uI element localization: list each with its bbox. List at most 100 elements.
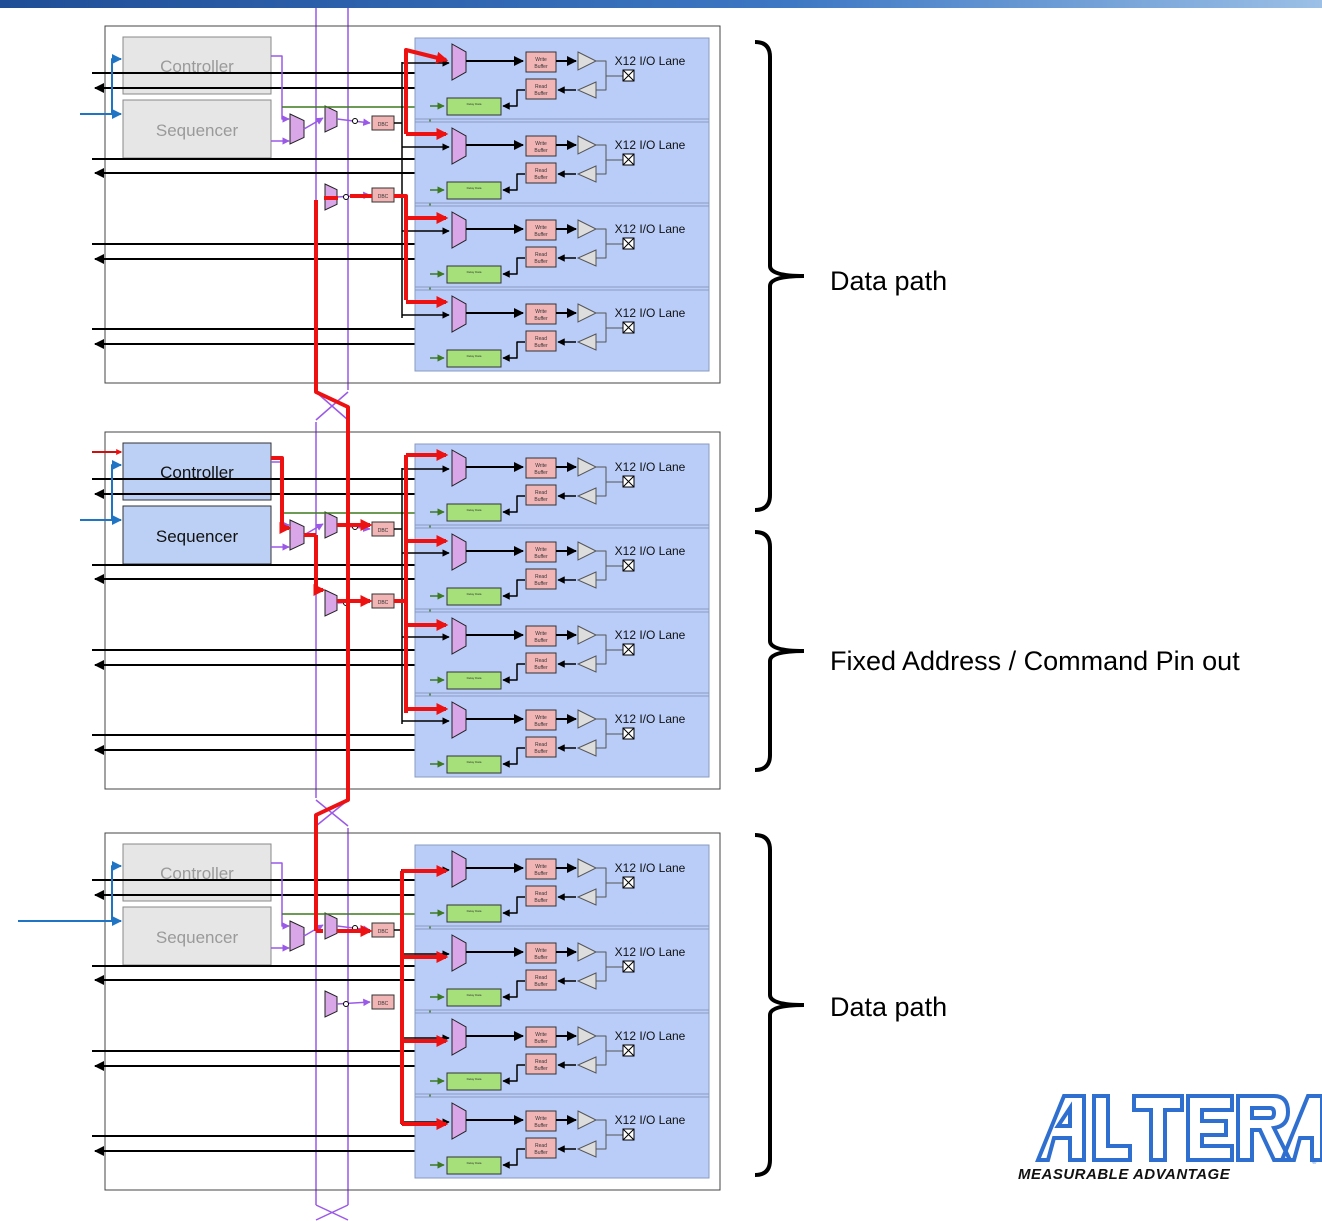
active-path-controller	[271, 456, 292, 534]
brace-label-data-path-bottom: Data path	[830, 992, 948, 1022]
read-buffer	[525, 162, 557, 184]
delay-control-box	[446, 1072, 502, 1091]
address-mux-1	[324, 511, 338, 539]
lane-read-wire	[502, 341, 525, 362]
read-buffer-label-1: Read	[535, 975, 547, 981]
read-buffer	[525, 330, 557, 352]
lane-read-wire	[502, 579, 525, 600]
brace-fixed-address-command	[754, 530, 805, 772]
mux-link	[303, 117, 324, 130]
write-buffer-label-2: Buffer	[534, 64, 548, 70]
pad-cross	[622, 960, 635, 973]
io-lane-label: X12 I/O Lane	[615, 1029, 686, 1043]
delay-control-box	[446, 181, 502, 200]
pad-cross	[622, 475, 635, 488]
delay-control-box	[446, 1156, 502, 1175]
bus-crossover	[315, 1204, 349, 1221]
io-lane-label: X12 I/O Lane	[615, 138, 686, 152]
read-buffer-label-2: Buffer	[534, 175, 548, 181]
io-bank-frame	[104, 25, 721, 384]
controller-box	[122, 843, 272, 902]
output-driver	[577, 1026, 598, 1046]
write-buffer-label-2: Buffer	[534, 871, 548, 877]
delay-control-box	[446, 349, 502, 368]
write-buffer-label-1: Write	[535, 141, 547, 147]
mux-to-dbc	[336, 998, 371, 1007]
write-buffer-label-1: Write	[535, 631, 547, 637]
dbc-box-2	[371, 994, 395, 1010]
write-buffer-label-2: Buffer	[534, 554, 548, 560]
delay-control-label: Delay Data	[467, 1077, 482, 1081]
junction-dot	[343, 194, 349, 200]
delay-control-label: Delay Data	[467, 993, 482, 997]
delay-control-label: Delay Data	[467, 760, 482, 764]
write-buffer-label-2: Buffer	[534, 1039, 548, 1045]
write-buffer-label-2: Buffer	[534, 955, 548, 961]
pad-cross	[622, 153, 635, 166]
read-buffer-label-2: Buffer	[534, 665, 548, 671]
read-buffer	[525, 652, 557, 674]
lane-read-wire	[502, 747, 525, 768]
dbc-label-2: DBC	[378, 600, 389, 606]
io-lane-label: X12 I/O Lane	[615, 544, 686, 558]
delay-control-label: Delay Data	[467, 592, 482, 596]
controller-label: Controller	[160, 463, 234, 482]
write-buffer-label-1: Write	[535, 864, 547, 870]
read-buffer-label-2: Buffer	[534, 581, 548, 587]
read-buffer-label-1: Read	[535, 1059, 547, 1065]
delay-control-label: Delay Data	[467, 270, 482, 274]
sequencer-mux	[289, 519, 305, 551]
output-driver	[577, 135, 598, 155]
mux-link	[303, 924, 324, 937]
write-buffer-label-1: Write	[535, 1116, 547, 1122]
brace-label-fixed-address-command: Fixed Address / Command Pin out	[830, 646, 1240, 676]
output-driver	[577, 858, 598, 878]
read-buffer-label-1: Read	[535, 742, 547, 748]
active-path-trunk	[314, 200, 350, 598]
lane-read-wire	[502, 257, 525, 278]
read-buffer	[525, 1053, 557, 1075]
blue-input-wire	[80, 460, 122, 521]
delay-control-label: Delay Data	[467, 508, 482, 512]
write-buffer-label-1: Write	[535, 57, 547, 63]
brace-data-path-bottom	[754, 833, 805, 1177]
read-buffer	[525, 885, 557, 907]
lane-read-wire	[502, 980, 525, 1001]
lane-read-wire	[502, 663, 525, 684]
io-lane-label: X12 I/O Lane	[615, 460, 686, 474]
lane-mux	[451, 1102, 467, 1140]
read-buffer-label-1: Read	[535, 658, 547, 664]
write-buffer-label-2: Buffer	[534, 232, 548, 238]
write-buffer-label-2: Buffer	[534, 148, 548, 154]
active-path-fanout	[394, 194, 408, 300]
svg-text:®: ®	[1312, 1159, 1317, 1165]
read-buffer-label-1: Read	[535, 1143, 547, 1149]
blue-input-wire	[80, 54, 122, 115]
delay-control-label: Delay Data	[467, 354, 482, 358]
io-bank-frame	[104, 832, 721, 1191]
read-buffer	[525, 736, 557, 758]
altera-wordmark: ®	[1035, 1094, 1322, 1166]
altera-logo: ® MEASURABLE ADVANTAGE	[1012, 1090, 1322, 1221]
controller-box	[122, 36, 272, 95]
pad-cross	[622, 69, 635, 82]
read-buffer	[525, 1137, 557, 1159]
purple-control-wire	[271, 55, 290, 123]
lane-mux	[451, 127, 467, 165]
pad-cross	[622, 876, 635, 889]
read-buffer-label-1: Read	[535, 84, 547, 90]
lane-mux	[451, 701, 467, 739]
sequencer-mux	[289, 113, 305, 145]
lane-mux	[451, 449, 467, 487]
output-driver	[577, 457, 598, 477]
